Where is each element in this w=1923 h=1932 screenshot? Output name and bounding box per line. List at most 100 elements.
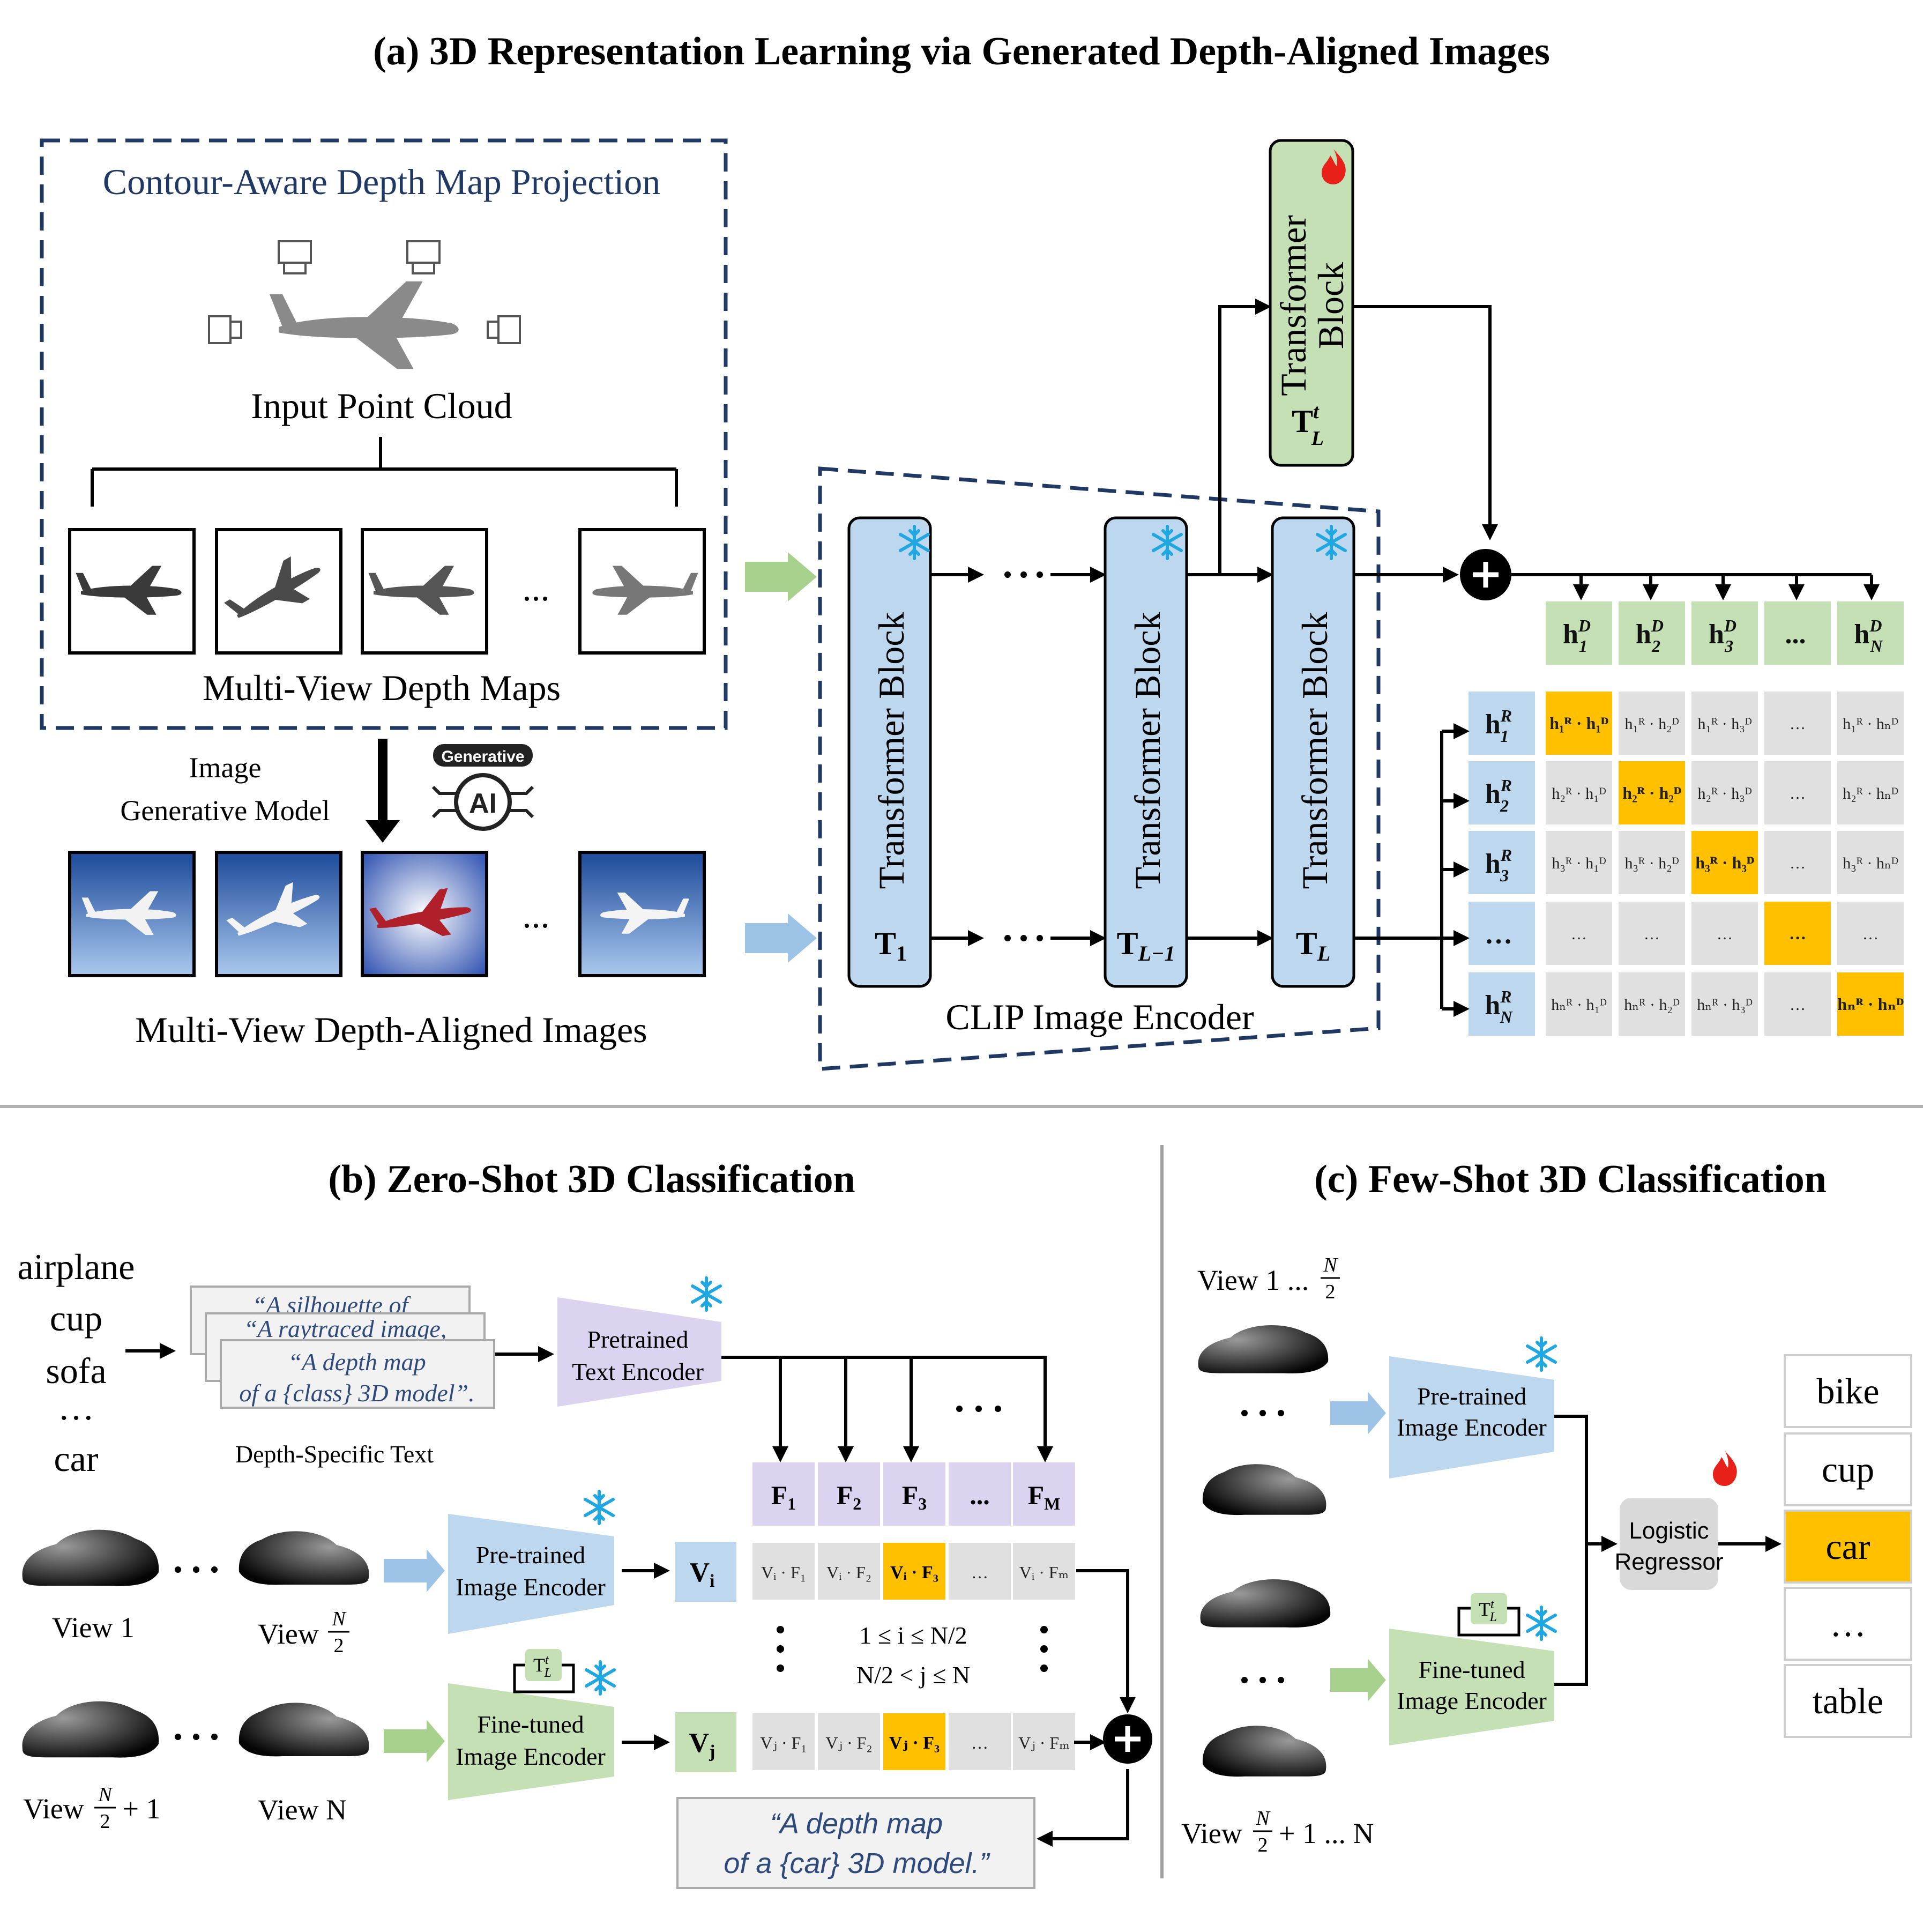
similarity-cell: h₃ᴿ · h₁ᴰ — [1546, 831, 1612, 894]
sum-node-b — [1103, 1714, 1152, 1764]
text-image-similarity-cell: Vⱼ · F₂ — [818, 1713, 880, 1770]
text-feature-cell: FM — [1013, 1462, 1075, 1526]
c-finetuned-line1: Fine-tuned — [1418, 1656, 1525, 1683]
block-l-minus-1-label: Transformer Block — [1127, 612, 1168, 889]
result-line1: “A depth map — [770, 1808, 943, 1840]
pretrained-image-encoder-b: Pre-trained Image Encoder — [448, 1491, 614, 1634]
finetuned-encoder-line2: Image Encoder — [456, 1743, 606, 1770]
text-image-similarity-cell: … — [949, 1713, 1011, 1770]
image-feature-cell: … — [1469, 902, 1535, 965]
class-option: … — [1784, 1587, 1912, 1661]
text-encoder-line1: Pretrained — [587, 1326, 688, 1353]
svg-text:hR1: hR1 — [1485, 706, 1512, 746]
svg-text:2: 2 — [1325, 1281, 1336, 1303]
logistic-regressor: Logistic Regressor — [1615, 1451, 1737, 1590]
block-l-label: Transformer Block — [1294, 612, 1335, 889]
similarity-cell: hₙᴿ · hₙᴰ — [1837, 972, 1904, 1036]
class-cup: cup — [50, 1298, 102, 1339]
svg-text:…: … — [1644, 925, 1660, 943]
class-car: car — [54, 1438, 98, 1479]
class-airplane: airplane — [18, 1246, 135, 1287]
view-row-top: View 1 View N 2 — [22, 1529, 369, 1657]
depth-map-row: ... — [68, 528, 706, 655]
class-option: car — [1784, 1510, 1912, 1584]
c-pretrained-line2: Image Encoder — [1397, 1414, 1547, 1441]
svg-text:TL−1: TL−1 — [1117, 926, 1175, 965]
few-shot-finetuned-arrow — [1330, 1659, 1386, 1701]
svg-text:h₁ᴿ · h₃ᴰ: h₁ᴿ · h₃ᴰ — [1697, 715, 1751, 733]
svg-text:…: … — [971, 1733, 988, 1752]
generated-image-2 — [215, 851, 342, 977]
similarity-cell: h₁ᴿ · h₁ᴰ — [1546, 692, 1612, 755]
svg-text:h₁ᴿ · h₂ᴰ: h₁ᴿ · h₂ᴰ — [1624, 715, 1679, 733]
vj-box: Vj — [675, 1712, 736, 1772]
clip-image-encoder-label: CLIP Image Encoder — [945, 997, 1254, 1037]
svg-text:TtL: TtL — [1479, 1597, 1497, 1624]
svg-text:TtL: TtL — [1292, 400, 1324, 450]
svg-text:cup: cup — [1822, 1449, 1874, 1490]
vi-box: Vi — [675, 1542, 736, 1602]
image-generative-model-line1: Image — [189, 752, 262, 784]
similarity-cell: h₃ᴿ · hₙᴰ — [1837, 831, 1904, 894]
svg-text:table: table — [1813, 1681, 1883, 1721]
block-1-label: Transformer Block — [871, 612, 912, 889]
svg-text:car: car — [1825, 1526, 1870, 1567]
svg-text:Vᵢ · Fₘ: Vᵢ · Fₘ — [1019, 1563, 1069, 1582]
view-top-label: View 1 ... — [1197, 1264, 1309, 1296]
text-image-similarity-cell: Vⱼ · Fₘ — [1013, 1713, 1075, 1770]
view-1-label: View 1 — [52, 1611, 135, 1644]
depth-map-ellipsis: ... — [523, 568, 550, 608]
view-row-bottom: View N 2 + 1 View N — [22, 1701, 369, 1833]
text-encoder-line2: Text Encoder — [572, 1358, 704, 1385]
depth-input-arrow — [745, 552, 817, 601]
regressor-arrows — [1554, 1415, 1782, 1686]
svg-text:Generative: Generative — [441, 748, 524, 766]
text-image-similarity-cell: Vᵢ · F₃ — [883, 1543, 945, 1600]
svg-text:hₙᴿ · h₁ᴰ: hₙᴿ · h₁ᴰ — [1551, 996, 1607, 1014]
depth-feature-arrows — [1511, 573, 1880, 600]
similarity-sum-arrows — [1037, 1569, 1136, 1847]
pretrained-image-encoder-c: Pre-trained Image Encoder — [1389, 1338, 1555, 1478]
panel-b-title: (b) Zero-Shot 3D Classification — [328, 1157, 855, 1201]
transformer-block-l-minus-1: Transformer Block TL−1 — [1104, 516, 1188, 988]
similarity-cell: … — [1691, 902, 1758, 965]
svg-text:AI: AI — [469, 788, 497, 819]
t1-label: T — [875, 926, 896, 961]
pretrained-encoder-line1: Pre-trained — [476, 1541, 585, 1569]
transformer-block-l: Transformer Block TL — [1271, 516, 1355, 988]
text-feature-cell: F1 — [752, 1462, 815, 1526]
svg-text:F1: F1 — [771, 1480, 796, 1513]
trainable-block-line2: Block — [1310, 262, 1351, 349]
svg-text:…: … — [1790, 854, 1806, 872]
similarity-cell: hₙᴿ · h₁ᴰ — [1546, 972, 1612, 1036]
svg-text:hₙᴿ · hₙᴰ: hₙᴿ · hₙᴰ — [1837, 994, 1904, 1014]
prompt-3-line2: of a {class} 3D model”. — [239, 1379, 474, 1407]
generated-image-row: ... — [68, 851, 706, 977]
text-image-similarity-cell: Vᵢ · F₁ — [752, 1543, 815, 1600]
depth-specific-text-label: Depth-Specific Text — [235, 1440, 434, 1468]
pretrained-encoder-line2: Image Encoder — [456, 1573, 606, 1601]
svg-text:Vᵢ · F₁: Vᵢ · F₁ — [761, 1563, 806, 1582]
prompt-3-line1: “A depth map — [288, 1348, 426, 1376]
view-n-over-2-label: View — [258, 1618, 319, 1650]
prompt-2: “A raytraced image, — [244, 1315, 447, 1342]
generated-image-ellipsis: ... — [523, 895, 550, 935]
similarity-cell: hₙᴿ · h₂ᴰ — [1619, 972, 1685, 1036]
similarity-cell: h₂ᴿ · hₙᴰ — [1837, 761, 1904, 824]
svg-text:…: … — [1485, 919, 1512, 950]
image-feature-arrows — [1440, 723, 1470, 1017]
similarity-cell: hₙᴿ · h₃ᴰ — [1691, 972, 1758, 1036]
sum-node — [1460, 549, 1511, 600]
finetuned-input-arrow — [384, 1720, 445, 1763]
text-image-similarity-cell: Vⱼ · F₃ — [883, 1713, 945, 1770]
svg-text:…: … — [1790, 715, 1806, 733]
input-point-cloud-label: Input Point Cloud — [251, 385, 512, 426]
frozen-icon — [585, 1491, 613, 1524]
depth-feature-label: ... — [1785, 619, 1806, 650]
encoder-arrows — [930, 299, 1459, 946]
